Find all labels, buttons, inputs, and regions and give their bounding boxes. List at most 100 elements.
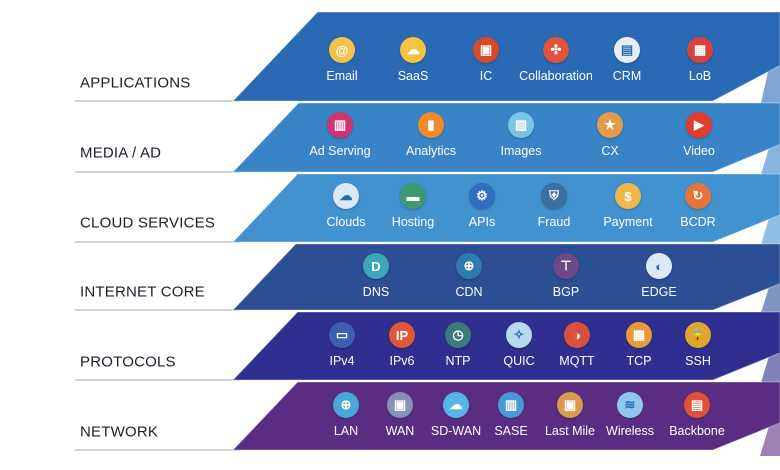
layer-item[interactable]: ⛨ Fraud [509, 183, 599, 229]
icon-glyph: ☁ [406, 42, 420, 57]
crm-icon: ▤ [614, 37, 640, 63]
hosting-icon: ▬ [400, 183, 426, 209]
item-label: Email [326, 69, 358, 83]
layer-item[interactable]: ▦TCP [594, 322, 684, 368]
icon-glyph: ◑ [573, 327, 581, 343]
layer-item[interactable]: ⊤BGP [521, 253, 611, 299]
sase-icon: ▥ [498, 392, 524, 418]
icon-glyph: ▨ [514, 117, 528, 132]
bgp-icon: ⊤ [553, 253, 579, 279]
layer-item[interactable]: ✧QUIC [474, 322, 564, 368]
layer-label: APPLICATIONS [80, 74, 191, 92]
layer-label: CLOUD SERVICES [80, 214, 216, 232]
item-label: SD-WAN [430, 424, 482, 438]
layer-item[interactable]: ◐ EDGE [614, 253, 704, 299]
icon-glyph: ✧ [513, 327, 525, 342]
layer-label: MEDIA / AD [80, 144, 162, 162]
icon-glyph: ⊤ [560, 258, 572, 273]
item-label: SASE [494, 424, 528, 438]
ipv4-icon: ▭ [329, 322, 355, 348]
layer-item[interactable]: ▣WAN [355, 392, 445, 438]
icon-glyph: ▬ [406, 188, 420, 204]
video-play-icon: ▶ [686, 112, 712, 138]
layer-label: NETWORK [80, 423, 159, 441]
layer-item[interactable]: ⚙APIs [437, 183, 527, 229]
icon-glyph: ▮ [427, 117, 435, 132]
icon-glyph: ☁ [339, 188, 353, 203]
api-gear-icon: ⚙ [469, 183, 495, 209]
layer-item[interactable]: ◑MQTT [532, 322, 622, 368]
layer-item[interactable]: ▨Images [476, 112, 566, 158]
layer-item[interactable]: ▮ Analytics [386, 112, 476, 158]
layer-item[interactable]: ✣Collaboration [511, 37, 601, 83]
item-label: BCDR [680, 215, 716, 229]
icon-glyph: ▥ [504, 397, 518, 412]
layer-item[interactable]: $Payment [583, 183, 673, 229]
item-label: Ad Serving [309, 144, 371, 158]
layer-item[interactable]: ▣ IC [441, 37, 531, 83]
layer-item[interactable]: 🔒SSH [653, 322, 743, 368]
layer-item[interactable]: ☁Clouds [301, 183, 391, 229]
item-label: IPv6 [389, 354, 415, 368]
bcdr-icon: ↻ [685, 183, 711, 209]
icon-glyph: ▶ [694, 117, 704, 132]
layer-band [231, 173, 780, 243]
layer-item[interactable]: ▭IPv4 [297, 322, 387, 368]
email-icon: @ [329, 37, 355, 63]
layer-item[interactable]: ☁ SD-WAN [411, 392, 501, 438]
icon-glyph: @ [335, 42, 349, 58]
fraud-search-icon: ⛨ [541, 183, 567, 209]
item-label: Hosting [391, 215, 435, 229]
layer-item[interactable]: ▶Video [654, 112, 744, 158]
delivery-box-icon: ▣ [557, 392, 583, 418]
layer-item[interactable]: ▥ SASE [466, 392, 556, 438]
layer-item[interactable]: ⊕CDN [424, 253, 514, 299]
icon-glyph: ★ [604, 117, 616, 132]
icon-glyph: ↻ [692, 188, 704, 203]
layer-item[interactable]: @ Email [297, 37, 387, 83]
layer-item[interactable]: ▣ Last Mile [525, 392, 615, 438]
chip-icon: ▣ [473, 37, 499, 63]
layer-band [231, 102, 780, 173]
item-label: EDGE [641, 285, 677, 299]
item-label: Wireless [606, 424, 654, 438]
icon-glyph: 🔒 [689, 327, 707, 342]
item-label: NTP [445, 354, 471, 368]
icon-glyph: ▦ [632, 327, 646, 342]
layer-item[interactable]: ☁SaaS [368, 37, 458, 83]
icon-glyph: ▣ [393, 397, 407, 412]
icon-glyph: ≋ [624, 397, 636, 412]
layer-item[interactable]: ★ CX [565, 112, 655, 158]
item-label: Last Mile [544, 424, 596, 438]
tcp-icon: ▦ [626, 322, 652, 348]
layer-item[interactable]: ▦LoB [655, 37, 745, 83]
icon-glyph: ▭ [335, 327, 349, 342]
ntp-clock-icon: ◷ [445, 322, 471, 348]
layer-item[interactable]: ▤CRM [582, 37, 672, 83]
item-label: Analytics [405, 144, 457, 158]
layer-item[interactable]: ▤Backbone [652, 392, 742, 438]
lan-icon: ⊕ [333, 392, 359, 418]
icon-glyph: ▥ [333, 117, 347, 132]
item-label: CX [601, 144, 619, 158]
layer-label: INTERNET CORE [80, 283, 205, 301]
layer-item[interactable]: ⊕LAN [301, 392, 391, 438]
wifi-icon: ≋ [617, 392, 643, 418]
layer-item[interactable]: IP IPv6 [357, 322, 447, 368]
icon-glyph: IP [395, 327, 409, 343]
item-label: Fraud [537, 215, 571, 229]
analytics-icon: ▮ [418, 112, 444, 138]
layer-item[interactable]: ≋ Wireless [585, 392, 675, 438]
layer-item[interactable]: ↻ BCDR [653, 183, 743, 229]
item-label: IC [479, 69, 493, 83]
item-label: CDN [455, 285, 483, 299]
item-label: Backbone [669, 424, 725, 438]
layer-item[interactable]: ▬ Hosting [368, 183, 458, 229]
icon-glyph: ⊕ [340, 397, 352, 412]
wan-icon: ▣ [387, 392, 413, 418]
icon-glyph: ◐ [655, 258, 663, 274]
icon-glyph: ☁ [449, 397, 463, 412]
layer-item[interactable]: ▥ Ad Serving [295, 112, 385, 158]
layer-item[interactable]: ◷ NTP [413, 322, 503, 368]
